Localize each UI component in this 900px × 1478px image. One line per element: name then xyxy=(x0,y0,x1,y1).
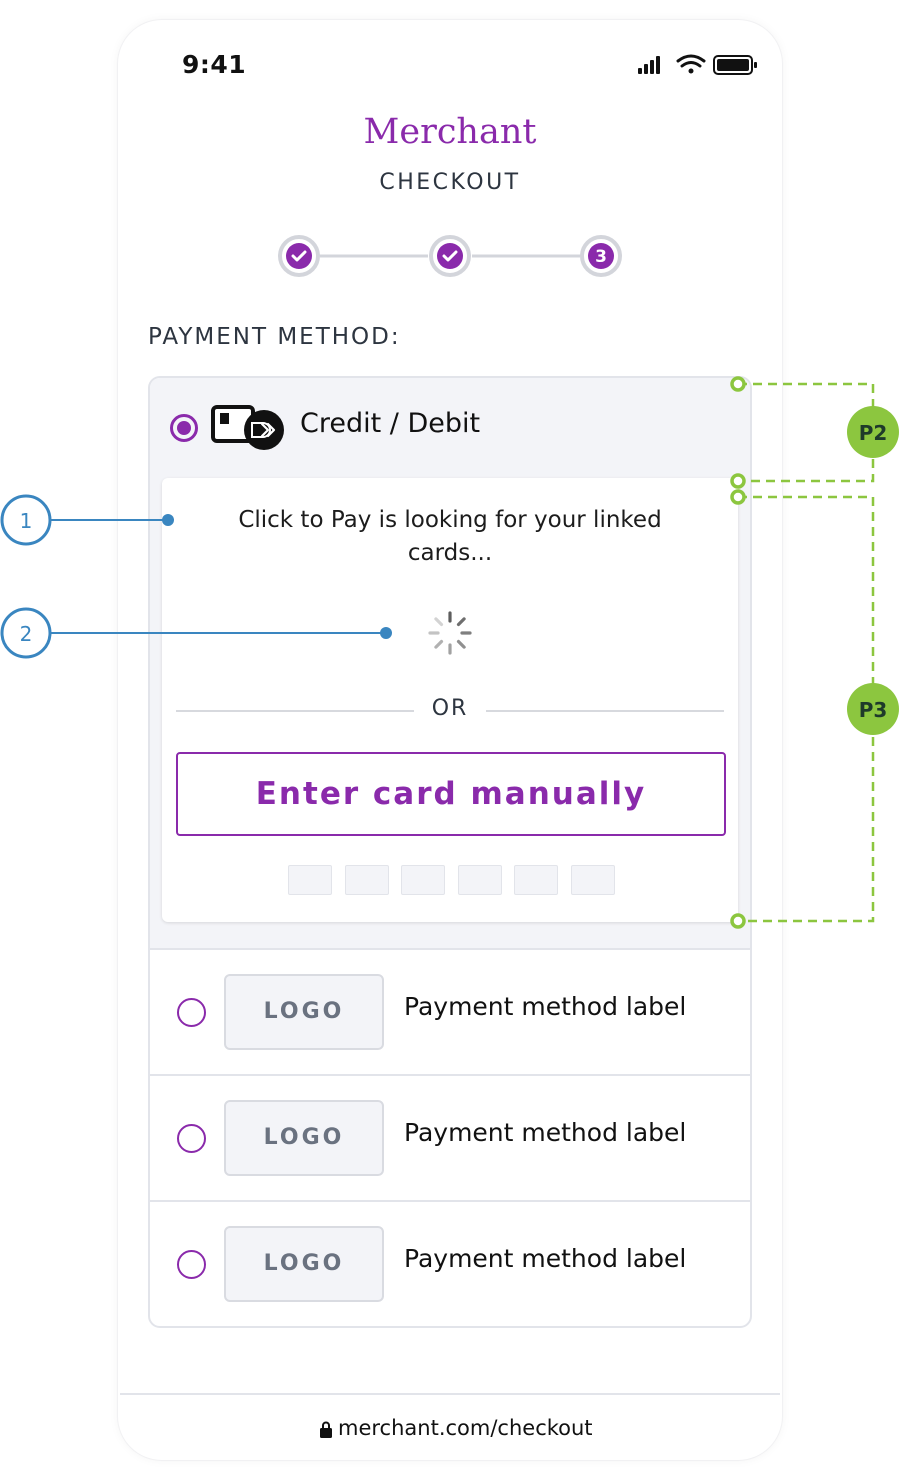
bracket-p2-badge: P2 xyxy=(847,406,899,458)
bracket-p3-label: P3 xyxy=(859,698,888,722)
payment-method-radio[interactable] xyxy=(177,1250,206,1279)
credit-debit-radio-selected[interactable] xyxy=(170,414,198,442)
click-to-pay-panel: Click to Pay is looking for your linked … xyxy=(162,478,738,922)
divider-line-left xyxy=(176,710,414,712)
step-3-current: 3 xyxy=(580,235,622,277)
card-brand-placeholders xyxy=(288,865,618,895)
bracket-p3-badge: P3 xyxy=(847,683,899,735)
checkmark-icon xyxy=(442,250,458,262)
battery-icon xyxy=(713,55,757,75)
lock-icon xyxy=(320,1421,332,1438)
status-icons xyxy=(638,54,757,75)
click-to-pay-lookup-text: Click to Pay is looking for your linked … xyxy=(238,507,662,566)
divider-line-right xyxy=(486,710,724,712)
spinner-icon xyxy=(428,611,472,655)
bracket-p2-label: P2 xyxy=(859,421,888,445)
step-3-label: 3 xyxy=(595,247,607,267)
payment-method-radio[interactable] xyxy=(177,998,206,1027)
checkout-progress: 3 xyxy=(278,235,622,277)
url-bar[interactable]: merchant.com/checkout xyxy=(300,1416,600,1446)
payment-method-row[interactable]: LOGO Payment method label xyxy=(150,950,750,1076)
status-time: 9:41 xyxy=(182,50,247,79)
credit-debit-label: Credit / Debit xyxy=(300,408,481,439)
card-brand-placeholder xyxy=(514,865,558,895)
payment-method-radio[interactable] xyxy=(177,1124,206,1153)
card-brand-placeholder xyxy=(401,865,445,895)
payment-methods-card: Credit / Debit Click to Pay is looking f… xyxy=(148,376,752,1328)
wifi-icon xyxy=(676,54,706,74)
payment-method-title: PAYMENT METHOD: xyxy=(148,324,401,350)
checkmark-icon xyxy=(291,250,307,262)
enter-card-manually-button[interactable]: Enter card manually xyxy=(176,752,726,836)
card-brand-placeholder xyxy=(288,865,332,895)
callout-1-label: 1 xyxy=(20,509,33,533)
card-brand-placeholder xyxy=(345,865,389,895)
url-text: merchant.com/checkout xyxy=(338,1416,593,1440)
signal-icon xyxy=(638,56,660,74)
card-brand-placeholder xyxy=(571,865,615,895)
payment-method-logo: LOGO xyxy=(224,1100,384,1176)
footer-divider xyxy=(120,1393,780,1395)
step-1-complete xyxy=(278,235,320,277)
payment-method-logo: LOGO xyxy=(224,974,384,1050)
click-to-pay-icon xyxy=(211,405,284,450)
or-text: OR xyxy=(431,696,469,721)
checkout-title: CHECKOUT xyxy=(379,170,521,195)
or-divider: OR xyxy=(176,696,724,726)
step-2-complete xyxy=(429,235,471,277)
payment-method-row[interactable]: LOGO Payment method label xyxy=(150,1076,750,1202)
payment-method-label: Payment method label xyxy=(404,992,687,1021)
credit-debit-option[interactable]: Credit / Debit Click to Pay is looking f… xyxy=(150,378,750,950)
payment-method-label: Payment method label xyxy=(404,1118,687,1147)
payment-method-row[interactable]: LOGO Payment method label xyxy=(150,1202,750,1326)
card-brand-placeholder xyxy=(458,865,502,895)
payment-method-logo: LOGO xyxy=(224,1226,384,1302)
callout-2-label: 2 xyxy=(20,622,33,646)
payment-method-label: Payment method label xyxy=(404,1244,687,1273)
merchant-brand: Merchant xyxy=(363,112,537,152)
